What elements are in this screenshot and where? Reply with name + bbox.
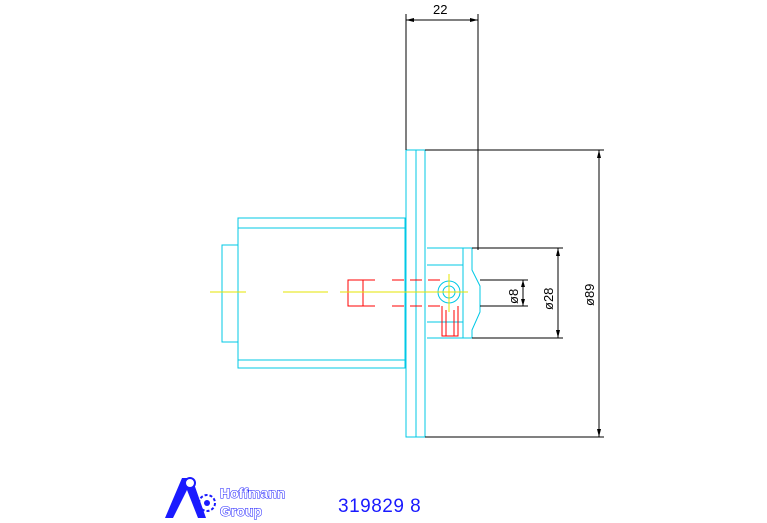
logo-gear-icon — [198, 494, 216, 512]
arrowhead — [521, 280, 525, 287]
section-lines — [347, 279, 459, 337]
part-outline — [221, 149, 481, 438]
arrowhead — [406, 18, 414, 22]
dimension-label-22: 22 — [433, 2, 447, 17]
dimension-label-89: ø89 — [582, 284, 597, 306]
arrowhead — [556, 248, 560, 256]
bore-section — [347, 279, 364, 307]
dimension-label-8: ø8 — [506, 289, 521, 304]
arrowhead — [470, 18, 478, 22]
logo-dot-icon — [184, 477, 196, 489]
logo-mark-icon — [165, 478, 206, 518]
hoffmann-logo: Hoffmann Group — [165, 477, 286, 520]
set-screw — [441, 306, 459, 337]
centerlines — [210, 274, 468, 312]
dimension-lines — [405, 14, 604, 438]
logo-word-group: Group — [220, 503, 262, 519]
logo-gear-core-icon — [204, 500, 210, 506]
arrowhead — [521, 299, 525, 306]
logo-word-hoffmann: Hoffmann — [220, 485, 285, 501]
arrowhead — [597, 429, 601, 437]
tool-head — [427, 247, 481, 339]
arrowheads — [406, 18, 601, 437]
part-number: 319829 8 — [338, 496, 422, 517]
end-cap — [221, 244, 239, 343]
main-body — [237, 217, 406, 369]
arrowhead — [597, 150, 601, 158]
dimension-label-28: ø28 — [541, 288, 556, 310]
arrowhead — [556, 330, 560, 338]
